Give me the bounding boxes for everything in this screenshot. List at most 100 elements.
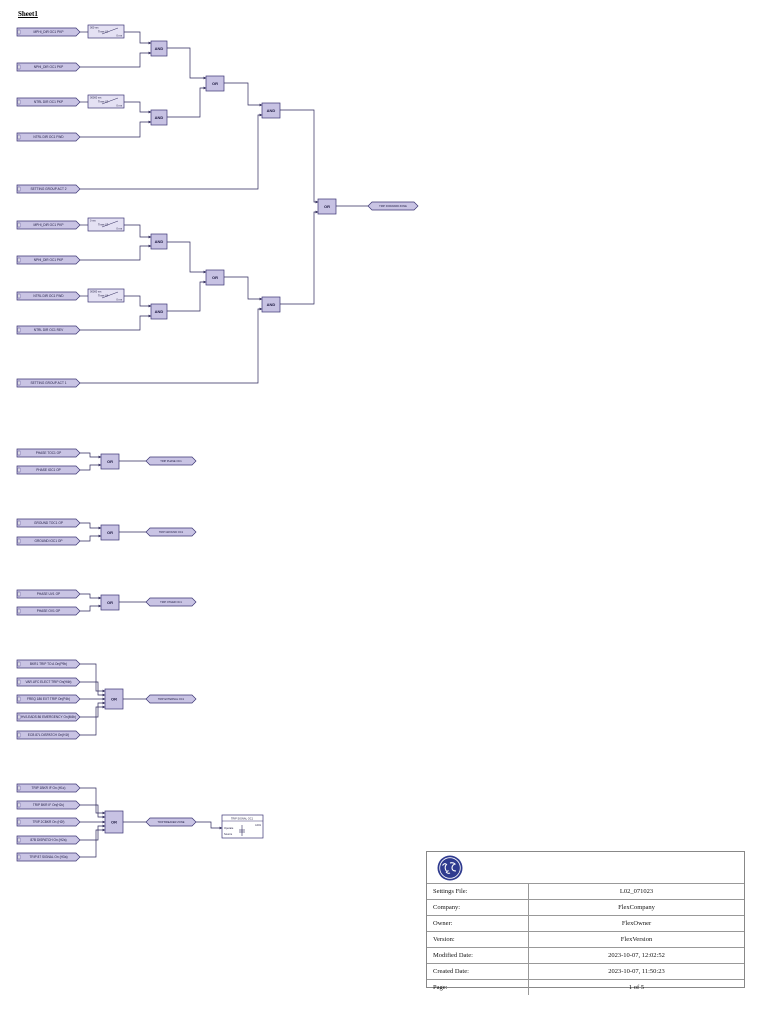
- gate-box: [150, 109, 168, 126]
- timer-box: [87, 24, 125, 39]
- input-tag-t19: FREQ 186 EXT TRIP On(P4b): [16, 694, 81, 704]
- input-tag-label: TRIP BKR IF On(H2c): [33, 803, 64, 807]
- input-tag-t17: BKR1 TRIP TO A On(P9b): [16, 659, 81, 669]
- input-tag-shape: [16, 817, 81, 827]
- or-gate-3: OR: [205, 75, 225, 92]
- input-tag-t2: NPHI_DIR OC1 PKP: [16, 62, 81, 72]
- input-tag-marker: [17, 819, 21, 825]
- title-block-value: 2023-10-07, 12:02:52: [608, 952, 665, 959]
- title-block-label: Page:: [427, 980, 529, 995]
- input-tag-t3: NTRL DIR OC1 PKP: [16, 97, 81, 107]
- input-tag-label: VAR.UFC ELECT TRIP On(H4b): [26, 680, 72, 684]
- timer-bot-label: 0 ms: [116, 298, 122, 302]
- timer-bot-label: 0 ms: [116, 104, 122, 108]
- input-tag-label: FREQ 186 EXT TRIP On(P4b): [27, 697, 70, 701]
- input-tag-marker: [17, 450, 21, 456]
- input-tag-label: MPHI_DIR OC1 PKP: [34, 30, 64, 34]
- output-tag-shape: [145, 456, 197, 466]
- latch-symbol-icon: [239, 825, 245, 836]
- input-tag-marker: [17, 714, 21, 720]
- timer-switch-icon: [101, 220, 119, 228]
- input-tag-label: SETTING GROUP ACT 2: [30, 187, 66, 191]
- timer-mid-label: Timer 04: [98, 294, 109, 298]
- input-tag-shape: [16, 220, 81, 230]
- gate-box: [100, 594, 120, 611]
- input-tag-label: TRIP 2CBKR On (H2f): [33, 820, 65, 824]
- output-tag-o2: TRIP PHASE OC1: [145, 456, 197, 466]
- title-block-value: 1 of 5: [628, 984, 645, 991]
- and-gate-1: AND: [150, 40, 168, 57]
- input-tag-label: NTRL DIR OC1 REV: [34, 328, 64, 332]
- input-tag-label: 87B DISPATCH On (H2a): [30, 838, 66, 842]
- input-tag-shape: [16, 27, 81, 37]
- input-tag-t11: PHASE TOC1 OP: [16, 448, 81, 458]
- input-tag-shape: [16, 97, 81, 107]
- title-block-label: Version:: [427, 932, 529, 947]
- timer-top-label: 00000 ms: [90, 96, 102, 100]
- input-tag-shape: [16, 730, 81, 740]
- input-tag-t8: NTRL DIR OC1 FWD: [16, 291, 81, 301]
- or-gate-8: OR: [205, 269, 225, 286]
- title-block-value: 2023-10-07, 11:50:23: [608, 968, 665, 975]
- timer-top-label: 0 ms: [90, 219, 96, 223]
- input-tag-label: PHASE OV1 OP: [37, 609, 61, 613]
- input-tag-marker: [17, 222, 21, 228]
- timer-bot-label: 0 ms: [116, 227, 122, 231]
- and-gate-9: AND: [261, 296, 281, 313]
- output-tag-o5: TRIP EXTERNAL OC1: [145, 694, 197, 704]
- timer-switch-icon: [101, 97, 119, 105]
- gate-label: AND: [267, 108, 276, 113]
- timer-mid-label: Timer 01: [98, 30, 109, 34]
- input-tag-t7: NPHI_DIR OC1 PKP: [16, 255, 81, 265]
- input-tag-t26: TRIP 87 SIGNAL On (H3a): [16, 852, 81, 862]
- timer-box: [87, 288, 125, 303]
- input-tag-label: NTRL DIR OC1 FWD: [33, 294, 64, 298]
- input-tag-marker: [17, 661, 21, 667]
- title-block-label: Modified Date:: [427, 948, 529, 963]
- output-tag-shape: [145, 527, 197, 537]
- gate-label: OR: [212, 81, 218, 86]
- gate-box: [150, 233, 168, 250]
- input-tag-label: PHASE TOC1 OP: [36, 451, 62, 455]
- output-tag-o6: TRIP BREAKER ZONE: [145, 817, 197, 827]
- timer-switch-icon: [101, 27, 119, 35]
- title-block-label: Settings File:: [427, 884, 529, 899]
- input-tag-shape: [16, 255, 81, 265]
- gate-label: AND: [267, 302, 276, 307]
- gate-box: [317, 198, 337, 215]
- output-tag-o3: TRIP GROUND OC1: [145, 527, 197, 537]
- input-tag-marker: [17, 467, 21, 473]
- output-tag-shape: [367, 201, 419, 211]
- input-tag-marker: [17, 99, 21, 105]
- title-block-row: Settings File: L02_071023: [427, 884, 744, 900]
- input-tag-marker: [17, 679, 21, 685]
- latch-id: L001: [255, 823, 261, 827]
- input-tag-marker: [17, 520, 21, 526]
- input-tag-shape: [16, 465, 81, 475]
- input-tag-label: NPHI_DIR OC1 PKP: [34, 65, 64, 69]
- input-tag-shape: [16, 291, 81, 301]
- input-tag-shape: [16, 536, 81, 546]
- title-block-logo-row: [427, 852, 744, 884]
- input-tag-shape: [16, 589, 81, 599]
- input-tag-shape: [16, 694, 81, 704]
- timer-switch-icon: [101, 291, 119, 299]
- title-block-value: L02_071023: [619, 888, 654, 895]
- gate-label: AND: [155, 46, 164, 51]
- latch-title: TRIP SIGNAL OC1: [231, 817, 254, 821]
- title-block-label: Company:: [427, 900, 529, 915]
- gate-box: [104, 688, 124, 710]
- input-tag-label: NTRL DIR OC1 PKP: [34, 100, 63, 104]
- or-gate-11: OR: [100, 524, 120, 541]
- input-tag-marker: [17, 186, 21, 192]
- gate-box: [261, 296, 281, 313]
- input-tag-marker: [17, 837, 21, 843]
- input-tag-t5: SETTING GROUP ACT 2: [16, 184, 81, 194]
- or-gate-13: OR: [104, 688, 124, 710]
- title-block-row: Version:FlexVersion: [427, 932, 744, 948]
- sheet-title: Sheet1: [18, 10, 38, 18]
- input-tag-marker: [17, 854, 21, 860]
